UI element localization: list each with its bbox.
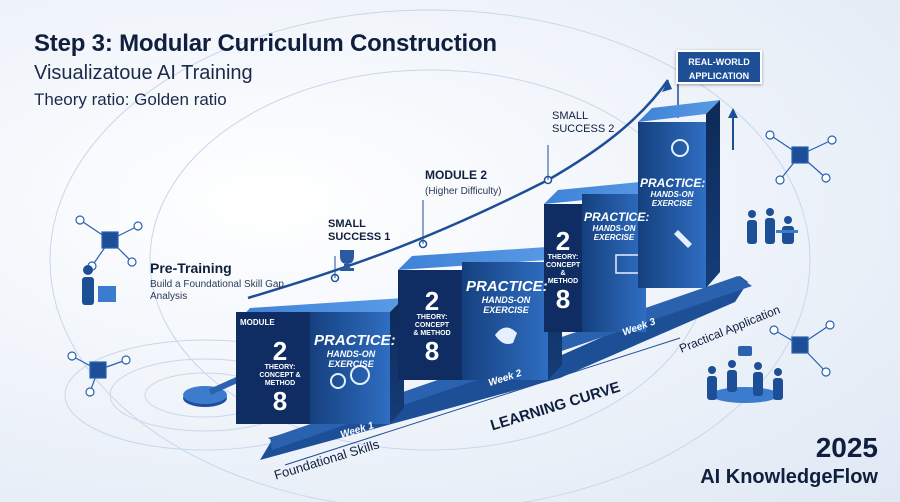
module-2-practice-sub: HANDS-ON EXERCISE xyxy=(481,295,531,315)
real-world-badge: REAL-WORLD APPLICATION xyxy=(676,50,762,84)
person-icon-left xyxy=(82,265,116,305)
module-3-practice-sub: HANDS-ON EXERCISE xyxy=(592,224,636,242)
module-1-theory-label: THEORY: CONCEPT & METHOD xyxy=(259,364,301,387)
network-icon-right xyxy=(765,130,837,185)
network-icon-left-low xyxy=(67,351,131,397)
module-3-theory: 2 THEORY: CONCEPT & METHOD 8 xyxy=(546,228,580,312)
page-subtitle: Visualizatoue AI Training xyxy=(34,62,253,84)
module-box-4 xyxy=(638,100,720,288)
module-2-theory: 2 THEORY: CONCEPT & METHOD 8 xyxy=(412,288,452,364)
module-2-num-bottom: 8 xyxy=(424,336,440,366)
module-2-num-top: 2 xyxy=(424,286,440,316)
module-4-practice-sub: HANDS-ON EXERCISE xyxy=(650,190,694,208)
page-title: Step 3: Modular Curriculum Construction xyxy=(34,30,497,57)
small-success-1-label: SMALL SUCCESS 1 xyxy=(328,218,391,243)
module-1-num-top: 2 xyxy=(272,336,288,366)
network-icon-right-low xyxy=(769,320,835,377)
module-2-practice: PRACTICE: HANDS-ON EXERCISE xyxy=(466,278,548,315)
module-3-practice-label: PRACTICE: xyxy=(584,210,650,224)
module-1-num-bottom: 8 xyxy=(272,386,288,416)
module-2-note: (Higher Difficulty) xyxy=(425,186,502,197)
footer-year: 2025 xyxy=(815,432,878,463)
module-3-theory-label: THEORY: CONCEPT & METHOD xyxy=(546,254,581,285)
module-1-practice-sub: HANDS-ON EXERCISE xyxy=(326,349,376,369)
trophy-icon xyxy=(340,250,354,271)
module-box-1 xyxy=(236,298,404,424)
growth-curve xyxy=(247,79,670,300)
module-1-theory: 2 THEORY: CONCEPT & METHOD 8 xyxy=(258,338,302,414)
module-4-practice-label: PRACTICE: xyxy=(640,176,706,190)
module-1-practice-label: PRACTICE: xyxy=(314,332,396,349)
module-2-theory-label: THEORY: CONCEPT & METHOD xyxy=(413,314,451,337)
module-1-practice: PRACTICE: HANDS-ON EXERCISE xyxy=(314,332,396,369)
module-3-num-bottom: 8 xyxy=(555,284,571,314)
module-2-label: MODULE 2 xyxy=(425,168,488,182)
module-3-num-top: 2 xyxy=(555,226,571,256)
growth-arrowhead xyxy=(662,80,672,92)
module-2-practice-label: PRACTICE: xyxy=(466,278,548,295)
network-icon-left xyxy=(75,215,143,271)
footer-brand: AI KnowledgeFlow xyxy=(700,466,878,488)
team-icon-right xyxy=(747,208,798,244)
module-4-practice: PRACTICE: HANDS-ON EXERCISE xyxy=(640,176,706,208)
module-box-3 xyxy=(544,180,660,332)
module-1-tag: MODULE xyxy=(240,318,275,327)
pretraining-desc: Build a Foundational Skill Gap Analysis xyxy=(150,279,284,302)
module-3-practice: PRACTICE: HANDS-ON EXERCISE xyxy=(584,210,650,242)
small-success-2-label: SMALL SUCCESS 2 xyxy=(552,110,615,135)
pretraining-title: Pre-Training xyxy=(150,260,232,276)
ratio-note: Theory ratio: Golden ratio xyxy=(34,90,227,109)
team-meeting-icon xyxy=(707,346,783,403)
